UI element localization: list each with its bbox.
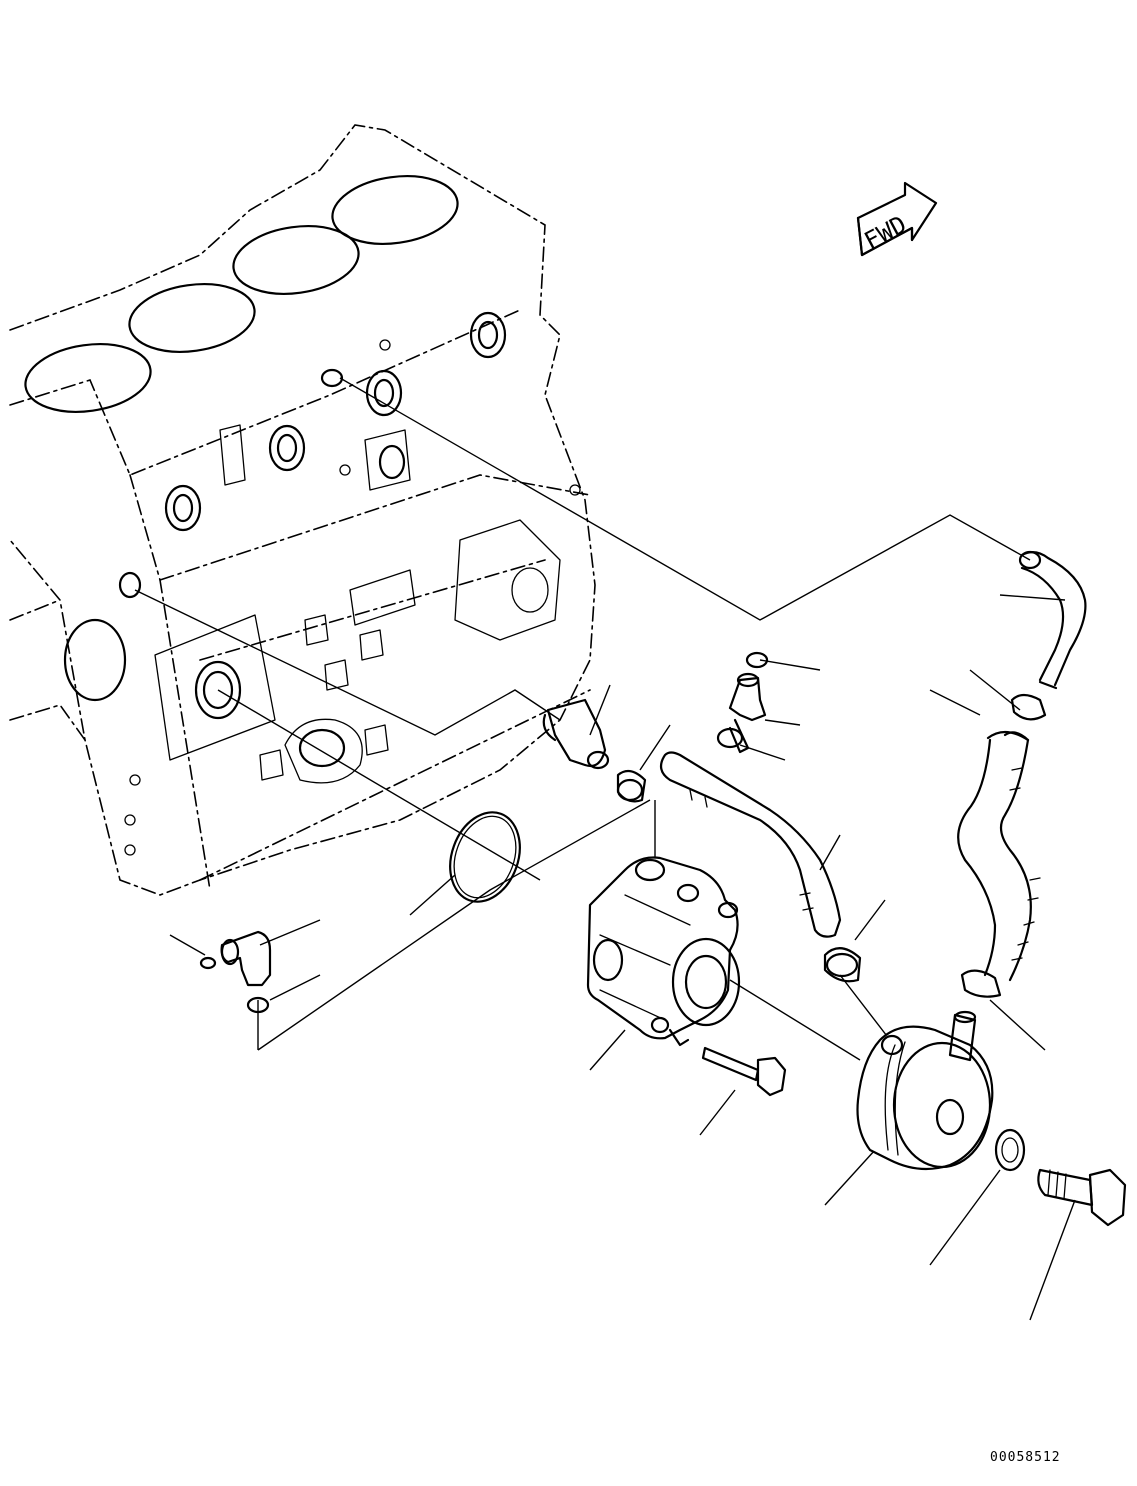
water-tube	[659, 751, 842, 938]
cooler-housing	[586, 856, 741, 1047]
hose-nipple	[542, 698, 610, 770]
oil-cooler-element	[856, 1010, 994, 1171]
elbow-fitting	[220, 930, 272, 987]
o-ring-tiny-lower	[246, 996, 270, 1014]
hose-clamp-middle	[823, 947, 862, 983]
large-o-ring-inner	[453, 815, 517, 899]
hose-clamp	[1010, 693, 1047, 721]
mounting-bolt	[701, 1046, 787, 1097]
upper-hose	[1018, 550, 1087, 690]
hose-clamp-lower	[960, 969, 1002, 998]
drawing-number: 00058512	[990, 1450, 1061, 1465]
washer	[994, 1128, 1026, 1172]
fwd-arrow-icon: FWD	[856, 181, 938, 257]
large-o-ring	[449, 811, 521, 903]
hose-clamp-small	[616, 769, 647, 803]
hollow-bolt	[1037, 1168, 1127, 1227]
leader-lines	[134, 377, 1076, 1321]
sensor-fitting	[728, 672, 767, 754]
o-ring-medium	[716, 727, 744, 749]
o-ring-tiny	[199, 956, 217, 970]
corrugated-hose	[957, 730, 1041, 982]
o-ring-small	[745, 651, 769, 669]
engine-block	[9, 124, 596, 896]
